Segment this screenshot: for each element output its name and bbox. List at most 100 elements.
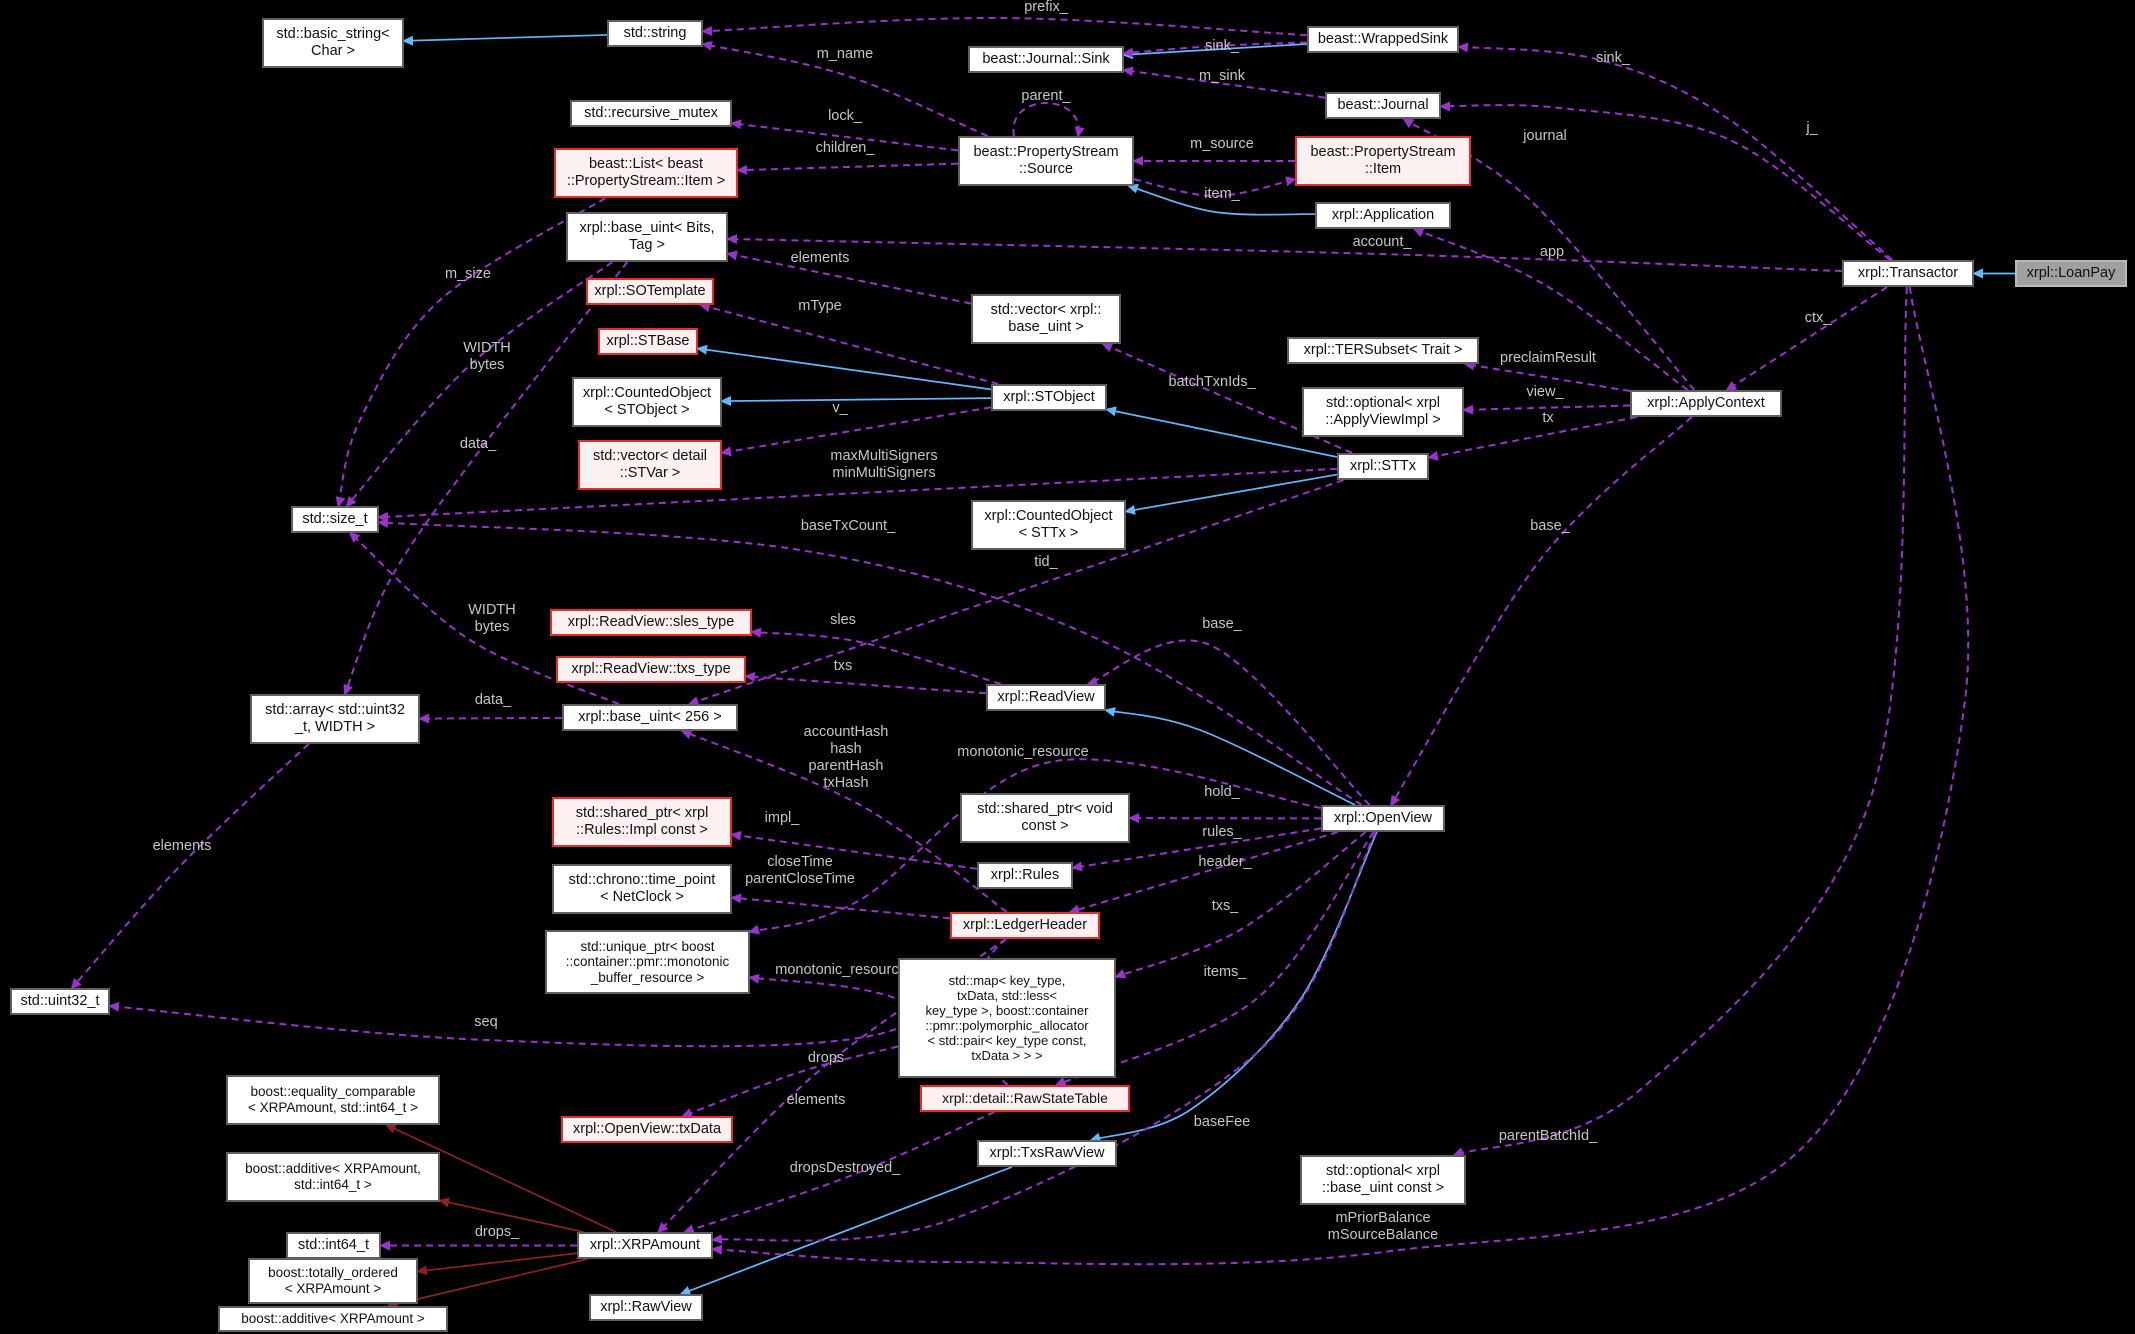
node-xrpamount[interactable]: xrpl::XRPAmount (577, 1232, 713, 1259)
node-readview[interactable]: xrpl::ReadView (986, 684, 1106, 711)
edge-base_uint_bits-array_uint32-data_ (343, 261, 629, 696)
edge-label: parentBatchId_ (1499, 1128, 1598, 1144)
edge-label: monotonic_resource_ (775, 962, 915, 978)
node-ps_source[interactable]: beast::PropertyStream ::Source (958, 136, 1134, 186)
edge-transactor-base_uint_bits-account_ (726, 234, 1843, 273)
edge-base_uint_256-size_t-WIDTH (348, 531, 620, 705)
edge-raw_state_table-xrpamount-dropsDestroyed_ (682, 1111, 995, 1234)
node-eq_comparable[interactable]: boost::equality_comparable < XRPAmount, … (226, 1075, 440, 1125)
node-array_uint32[interactable]: std::array< std::uint32 _t, WIDTH > (250, 694, 420, 744)
edge-openview-xrpamount-baseFee (711, 831, 1377, 1245)
edge-label: children_ (816, 140, 876, 156)
edge-sttx-size_t-maxMultiSigners (377, 467, 1338, 522)
edge-wrapped_sink-journal_sink (1122, 43, 1308, 60)
node-map_txdata[interactable]: std::map< key_type, txData, std::less< k… (898, 958, 1116, 1078)
node-openview[interactable]: xrpl::OpenView (1321, 805, 1445, 832)
node-counted_sttx[interactable]: xrpl::CountedObject < STTx > (971, 500, 1126, 550)
edge-sttx-counted_sttx (1124, 473, 1338, 515)
node-beast_list[interactable]: beast::List< beast ::PropertyStream::Ite… (554, 148, 738, 198)
edge-label: sink_ (1205, 38, 1240, 54)
node-shared_rules_impl[interactable]: std::shared_ptr< xrpl ::Rules::Impl cons… (552, 797, 732, 847)
node-ledger_header[interactable]: xrpl::LedgerHeader (950, 912, 1100, 939)
node-counted_stobject[interactable]: xrpl::CountedObject < STObject > (572, 377, 722, 427)
edge-transactor-optional_base_uint-parentBatchId_ (1452, 286, 1909, 1157)
edge-label: item_ (1204, 186, 1240, 202)
node-basic_string[interactable]: std::basic_string< Char > (262, 18, 404, 68)
edge-readview-txs_type-txs (744, 671, 987, 695)
node-txs_type[interactable]: xrpl::ReadView::txs_type (556, 656, 746, 683)
node-size_t[interactable]: std::size_t (291, 506, 379, 533)
node-uint32_t[interactable]: std::uint32_t (10, 988, 110, 1015)
edge-applycontext-optional_applyview-view_ (1462, 404, 1631, 415)
node-sles_type[interactable]: xrpl::ReadView::sles_type (550, 609, 752, 636)
node-applycontext[interactable]: xrpl::ApplyContext (1630, 390, 1782, 417)
node-additive_int64[interactable]: boost::additive< XRPAmount, std::int64_t… (226, 1152, 440, 1202)
edge-journal-journal_sink-m_sink (1122, 66, 1326, 99)
node-rules[interactable]: xrpl::Rules (977, 862, 1073, 889)
edge-label: monotonic_resource (957, 744, 1088, 760)
node-rawview[interactable]: xrpl::RawView (589, 1294, 703, 1321)
node-journal_sink[interactable]: beast::Journal::Sink (968, 46, 1124, 73)
node-txs_raw_view[interactable]: xrpl::TxsRawView (977, 1140, 1117, 1167)
node-vector_stvar[interactable]: std::vector< detail ::STVar > (578, 440, 722, 490)
edge-stobject-counted_stobject (720, 396, 992, 407)
edge-label: lock_ (828, 108, 863, 124)
node-unique_ptr_mono[interactable]: std::unique_ptr< boost ::container::pmr:… (545, 930, 750, 994)
edge-openview-readview (1104, 707, 1356, 806)
edge-label: sles (830, 612, 856, 628)
edge-openview-rules-rules_ (1071, 827, 1322, 872)
edge-openview-size_t-baseTxCount_ (377, 517, 1363, 806)
edge-label: m_name (817, 46, 873, 62)
node-shared_void[interactable]: std::shared_ptr< void const > (960, 793, 1130, 843)
edge-label: impl_ (765, 810, 801, 826)
node-sttx[interactable]: xrpl::STTx (1337, 453, 1429, 480)
node-base_uint_256[interactable]: xrpl::base_uint< 256 > (562, 704, 738, 731)
node-totally_ordered[interactable]: boost::totally_ordered < XRPAmount > (248, 1258, 418, 1304)
node-openview_txdata[interactable]: xrpl::OpenView::txData (561, 1116, 733, 1143)
node-ps_item[interactable]: beast::PropertyStream ::Item (1295, 136, 1471, 186)
edge-label: baseTxCount_ (801, 518, 896, 534)
node-transactor[interactable]: xrpl::Transactor (1842, 260, 1974, 287)
node-optional_base_uint[interactable]: std::optional< xrpl ::base_uint const > (1300, 1155, 1466, 1205)
node-string[interactable]: std::string (607, 20, 703, 47)
edge-sttx-stobject (1105, 406, 1338, 458)
edge-label: sink_ (1596, 50, 1631, 66)
edge-label: elements (153, 838, 212, 854)
edge-base_uint_bits-size_t-WIDTH (345, 261, 614, 508)
edge-label: seq (474, 1014, 497, 1030)
node-application[interactable]: xrpl::Application (1315, 202, 1451, 229)
node-journal[interactable]: beast::Journal (1325, 92, 1441, 119)
edge-openview-readview-base_ (1086, 639, 1371, 806)
node-vector_base_uint[interactable]: std::vector< xrpl:: base_uint > (971, 294, 1121, 344)
node-time_point[interactable]: std::chrono::time_point < NetClock > (552, 864, 732, 914)
node-tersubset[interactable]: xrpl::TERSubset< Trait > (1287, 337, 1479, 364)
node-raw_state_table[interactable]: xrpl::detail::RawStateTable (920, 1085, 1130, 1112)
edge-stobject-sotemplate-mType (698, 302, 999, 385)
edge-string-basic_string (402, 34, 608, 46)
edge-label: elements (787, 1092, 846, 1108)
node-int64_t[interactable]: std::int64_t (286, 1232, 381, 1259)
edge-stobject-vector_stvar-v_ (720, 406, 992, 457)
node-recursive_mutex[interactable]: std::recursive_mutex (570, 100, 732, 127)
edge-label: elements (791, 250, 850, 266)
node-stobject[interactable]: xrpl::STObject (991, 384, 1107, 411)
edge-ledger_header-base_uint_256-accountHash (680, 729, 1008, 913)
edge-label: header_ (1198, 854, 1252, 870)
edge-openview-map_txdata-txs_ (1114, 831, 1367, 979)
node-base_uint_bits[interactable]: xrpl::base_uint< Bits, Tag > (566, 212, 728, 262)
edge-array_uint32-uint32_t-elements (70, 743, 310, 990)
node-loanpay[interactable]: xrpl::LoanPay (2015, 260, 2127, 287)
edge-label: app (1540, 244, 1564, 260)
node-wrapped_sink[interactable]: beast::WrappedSink (1307, 26, 1459, 53)
node-sotemplate[interactable]: xrpl::SOTemplate (586, 278, 714, 305)
node-additive_xrp[interactable]: boost::additive< XRPAmount > (218, 1306, 448, 1332)
node-stbase[interactable]: xrpl::STBase (598, 328, 698, 355)
node-optional_applyview[interactable]: std::optional< xrpl ::ApplyViewImpl > (1302, 387, 1464, 437)
edge-base_uint_256-array_uint32-data_ (418, 713, 563, 724)
edge-txs_raw_view-rawview (679, 1166, 1013, 1296)
